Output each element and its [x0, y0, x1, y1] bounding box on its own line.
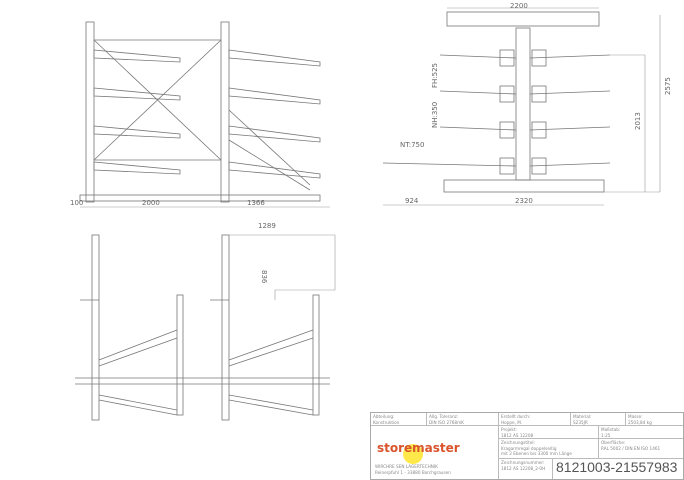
label: Maßstab: — [601, 427, 621, 432]
dim-overhang: 924 — [405, 197, 419, 205]
author-cell: Erstellt durch:Hoppe, M. — [499, 413, 571, 426]
plan-view: 1289 836 — [75, 222, 336, 421]
value: 2503,84 kg — [628, 419, 652, 425]
project-cell: Projekt:1812 AS 12208 — [499, 426, 599, 439]
surface-cell: Oberfläche:RAL 5002 / DIN EN ISO 1461 — [599, 439, 683, 459]
front-view: 100 2000 1366 — [70, 21, 330, 208]
dim-nh: NH:350 — [431, 102, 439, 128]
logo-cell: storemaster WIRCHRE SEN LAGERTECHNIK Rei… — [371, 426, 499, 479]
value: Kragarmregal doppelseitig — [501, 445, 557, 451]
dim-arm-reach: 1289 — [258, 222, 276, 230]
dim-plan-height: 836 — [260, 270, 268, 284]
label: Allg. Toleranz: — [429, 414, 459, 419]
side-view: 2200 2575 2013 924 2320 NT:750 NH:350 FH… — [382, 2, 672, 206]
drawing-title-cell: Zeichnungstitel:Kragarmregal doppelseiti… — [499, 439, 599, 459]
drawing-number-cell: Zeichnungsnummer:1812 AS 12208_2-0H — [499, 459, 553, 479]
value: Hoppe, M. — [501, 419, 523, 425]
dim-nt: NT:750 — [400, 141, 424, 149]
material-cell: Material:S235JR — [571, 413, 626, 426]
label: Masse: — [628, 414, 643, 419]
value: mit 2 Ebenen bis 3300 mm Länge — [501, 451, 572, 456]
mass-cell: Masse:2503,84 kg — [626, 413, 683, 426]
dim-fh: FH:525 — [431, 63, 439, 88]
dim-top-width: 2200 — [510, 2, 528, 10]
storemaster-logo: storemaster — [377, 441, 460, 455]
label: Projekt: — [501, 427, 517, 432]
label: Material: — [573, 414, 592, 419]
label: Zeichnungsnummer: — [501, 460, 545, 465]
dim-left-offset: 100 — [70, 199, 83, 207]
dim-base-width: 2320 — [515, 197, 533, 205]
company-name: WIRCHRE SEN LAGERTECHNIK — [375, 464, 438, 469]
company-address: Reinerpfuhl 1 - 33880 Borchgrausen — [375, 470, 451, 475]
tolerance-cell: Allg. Toleranz:DIN ISO 2768mK — [427, 413, 499, 426]
logo-sun — [403, 444, 423, 464]
label: Erstellt durch: — [501, 414, 531, 419]
dim-arm-length: 1366 — [247, 199, 265, 207]
dim-bay-width: 2000 — [142, 199, 160, 207]
value: 1812 AS 12208_2-0H — [501, 465, 546, 471]
value: 1:25 — [601, 432, 611, 438]
value: DIN ISO 2768mK — [429, 419, 464, 425]
scale-cell: Maßstab:1:25 — [599, 426, 683, 439]
value: S235JR — [573, 419, 588, 425]
label: Oberfläche: — [601, 440, 626, 445]
watermark-id: 8121003-21557983 — [556, 459, 678, 475]
label: Zeichnungstitel: — [501, 440, 535, 445]
value: 1812 AS 12208 — [501, 432, 534, 438]
dim-overall-height: 2575 — [664, 77, 672, 95]
value: RAL 5002 / DIN EN ISO 1461 — [601, 445, 661, 451]
department-cell: Abteilung:Konstruktion — [371, 413, 427, 426]
value: Konstruktion — [373, 419, 400, 425]
label: Abteilung: — [373, 414, 395, 419]
dim-top-arm-height: 2013 — [634, 112, 642, 130]
